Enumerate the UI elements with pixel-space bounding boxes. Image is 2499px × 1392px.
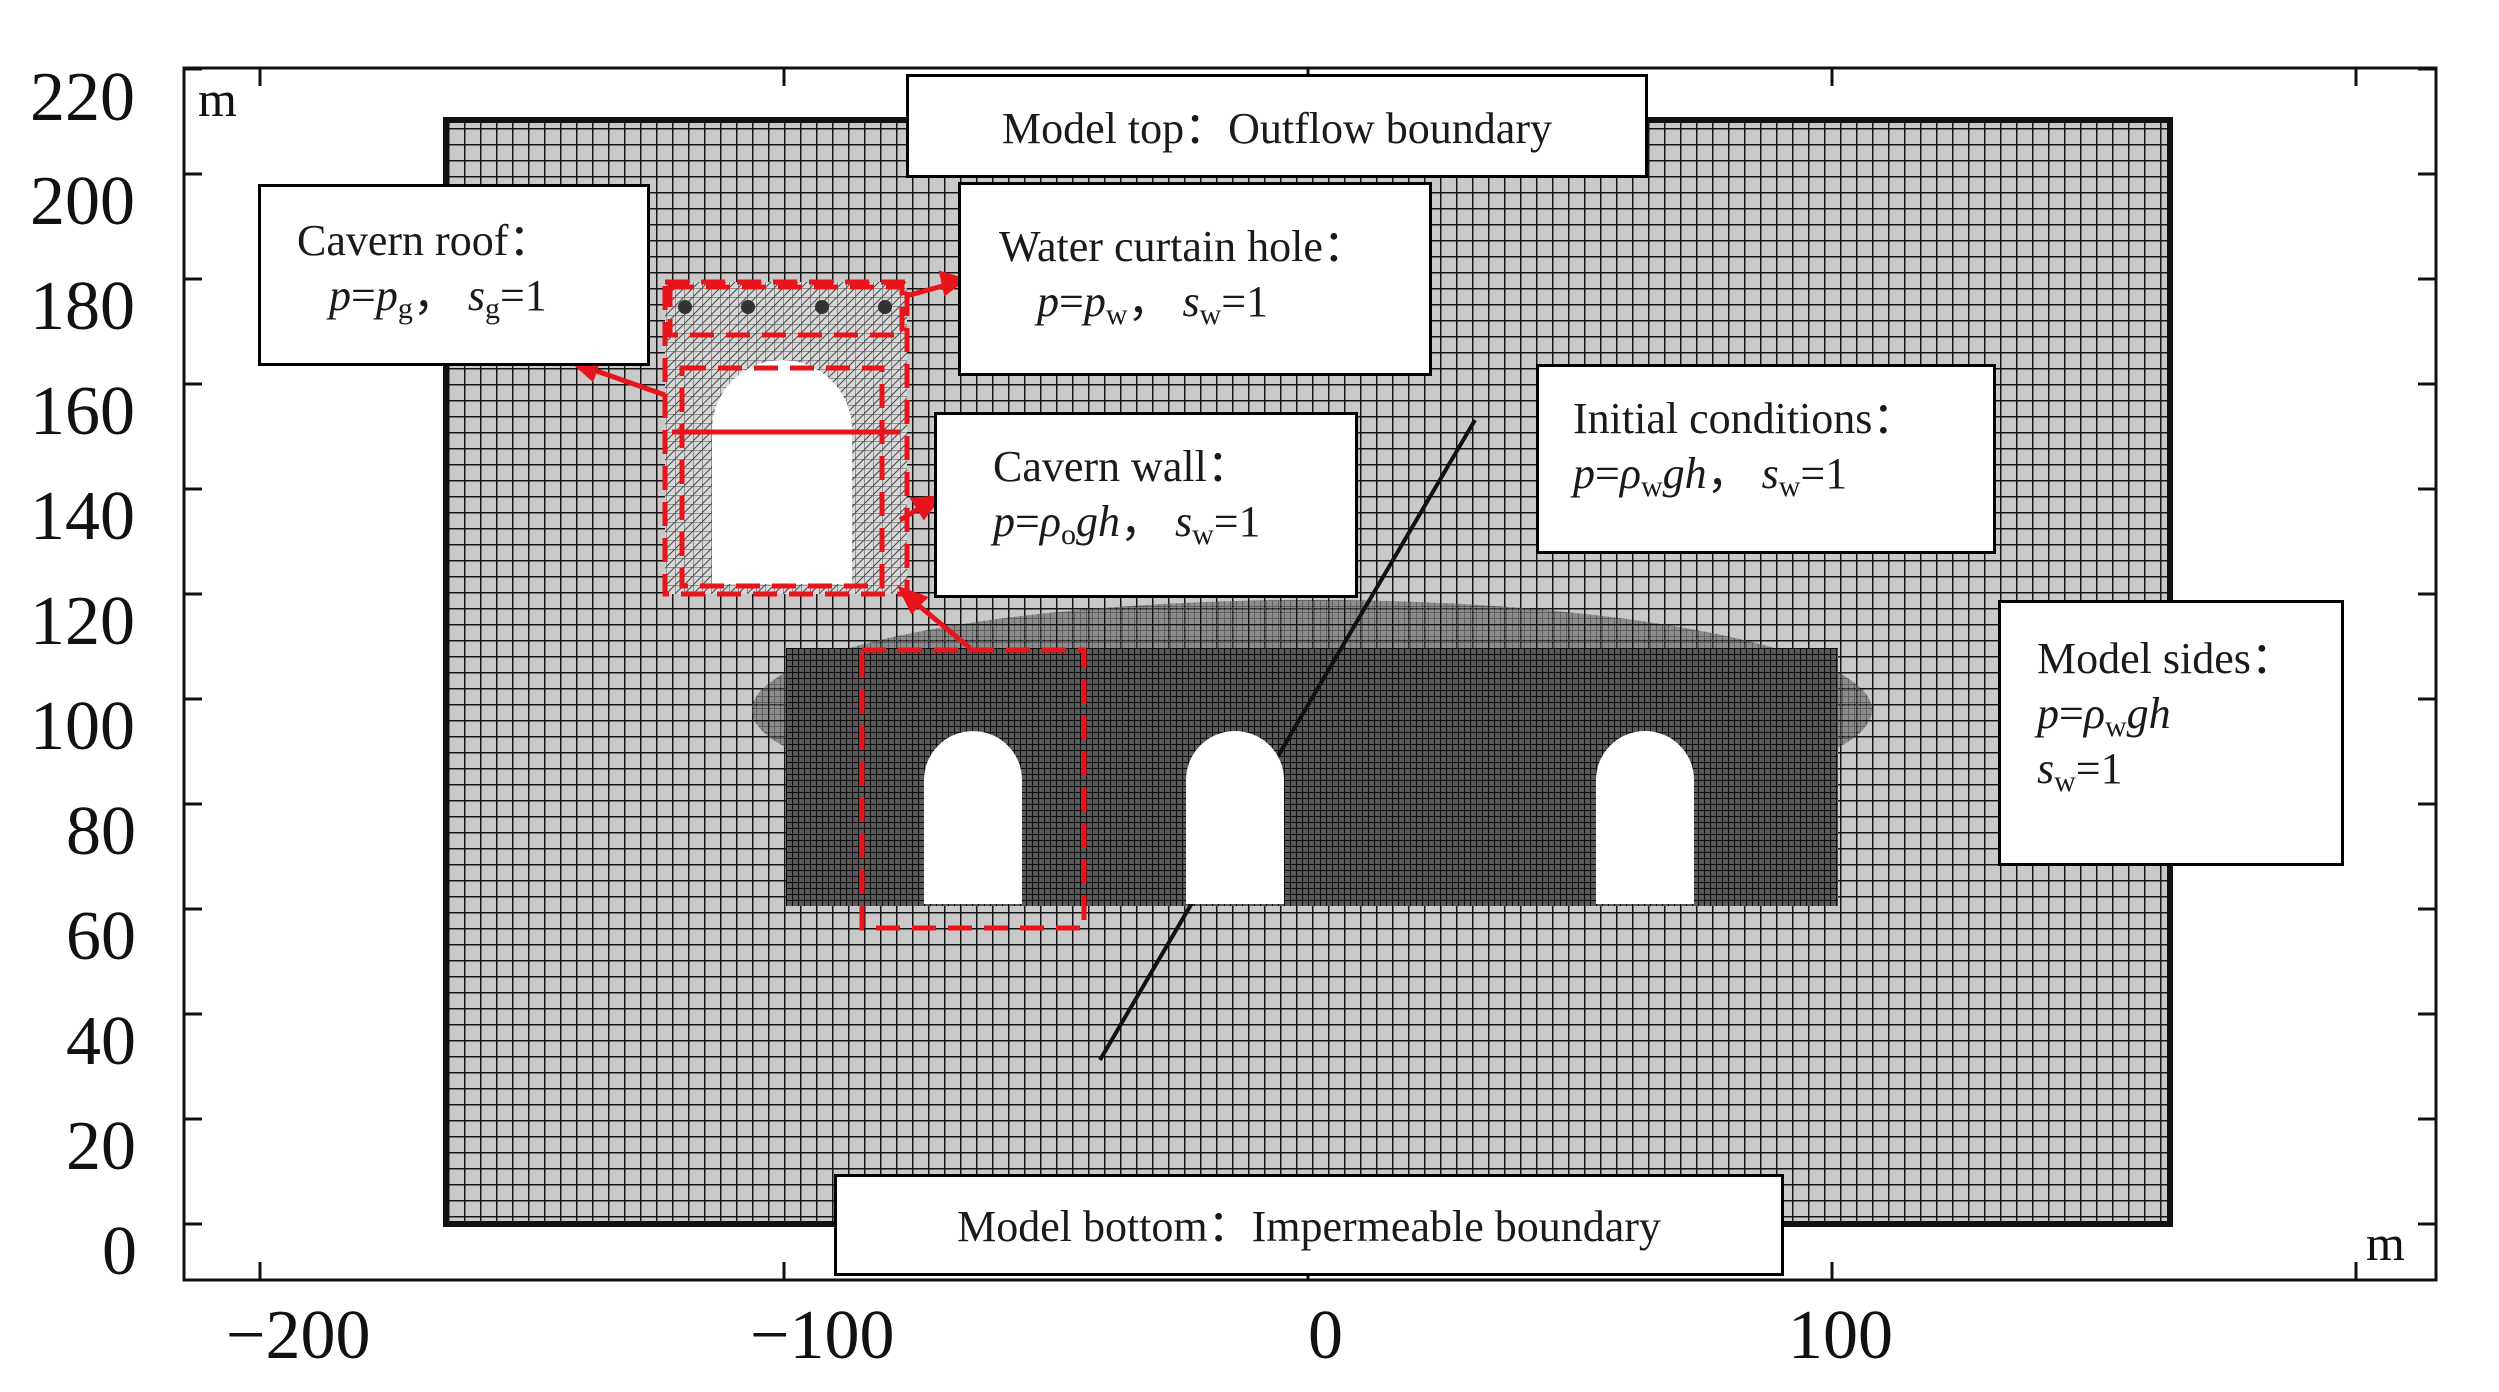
- cavern-wall-formula: p=ρogh， sw=1: [993, 497, 1261, 551]
- detail-region-box: [859, 647, 1087, 931]
- inset-cavern: [712, 360, 852, 584]
- y-tick-label: 60: [66, 898, 136, 975]
- tick-marks: [184, 67, 2436, 1280]
- y-tick-label: 0: [102, 1213, 137, 1290]
- x-tick-label: −100: [750, 1297, 895, 1374]
- initial-conditions-formula: p=ρwgh， sw=1: [1573, 449, 1848, 503]
- y-tick-label: 160: [30, 373, 135, 450]
- fault-line: [1098, 418, 1477, 1062]
- y-tick-label: 200: [30, 163, 135, 240]
- y-tick-label: 100: [30, 688, 135, 765]
- y-tick-label: 20: [66, 1108, 136, 1185]
- y-tick-label: 220: [30, 59, 135, 136]
- cavern-roof-formula: p=pg， sg=1: [329, 271, 547, 325]
- model-bottom-text: Model bottom：Impermeable boundary: [957, 1202, 1661, 1251]
- y-tick-label: 120: [30, 583, 135, 660]
- cavern-1: [924, 731, 1022, 904]
- x-tick-label: 0: [1308, 1297, 1343, 1374]
- inset-outer-box: [662, 279, 910, 597]
- model-sides-formula-p: p=ρwgh: [2037, 689, 2171, 743]
- model-sides-label: Model sides： p=ρwgh sw=1: [1998, 600, 2344, 866]
- y-axis-unit: m: [198, 71, 237, 127]
- model-sides-title: Model sides：: [2037, 634, 2295, 683]
- y-tick-label: 80: [66, 793, 136, 870]
- y-tick-label: 140: [30, 478, 135, 555]
- initial-conditions-label: Initial conditions： p=ρwgh， sw=1: [1536, 364, 1996, 554]
- water-curtain-box: [667, 284, 905, 338]
- x-tick-label: 100: [1788, 1297, 1893, 1374]
- refined-mesh-halo: [752, 600, 1872, 820]
- initial-conditions-title: Initial conditions：: [1573, 394, 1917, 443]
- water-curtain-holes: [678, 300, 892, 314]
- cavern-roof-label: Cavern roof： p=pg， sg=1: [258, 184, 650, 366]
- model-sides-formula-s: sw=1: [2037, 744, 2123, 798]
- model-bottom-label: Model bottom：Impermeable boundary: [834, 1174, 1784, 1276]
- model-top-text: Model top：Outflow boundary: [1002, 104, 1552, 153]
- red-dashed-boxes: [662, 279, 1087, 931]
- cavern-roof-title: Cavern roof：: [297, 216, 553, 265]
- y-tick-label: 40: [66, 1003, 136, 1080]
- cavern-2: [1186, 731, 1284, 904]
- cavern-3: [1596, 731, 1694, 904]
- cavern-wall-label: Cavern wall： p=ρogh， sw=1: [934, 412, 1358, 598]
- x-axis-unit: m: [2366, 1215, 2405, 1271]
- water-curtain-formula: p=pw， sw=1: [1037, 277, 1269, 331]
- water-curtain-label: Water curtain hole： p=pw， sw=1: [958, 182, 1432, 376]
- y-tick-label: 180: [30, 268, 135, 345]
- cavern-wall-title: Cavern wall：: [993, 442, 1251, 491]
- cavern-wall-box: [679, 365, 885, 589]
- water-curtain-title: Water curtain hole：: [999, 222, 1367, 271]
- x-tick-label: −200: [226, 1297, 371, 1374]
- model-top-label: Model top：Outflow boundary: [906, 74, 1648, 178]
